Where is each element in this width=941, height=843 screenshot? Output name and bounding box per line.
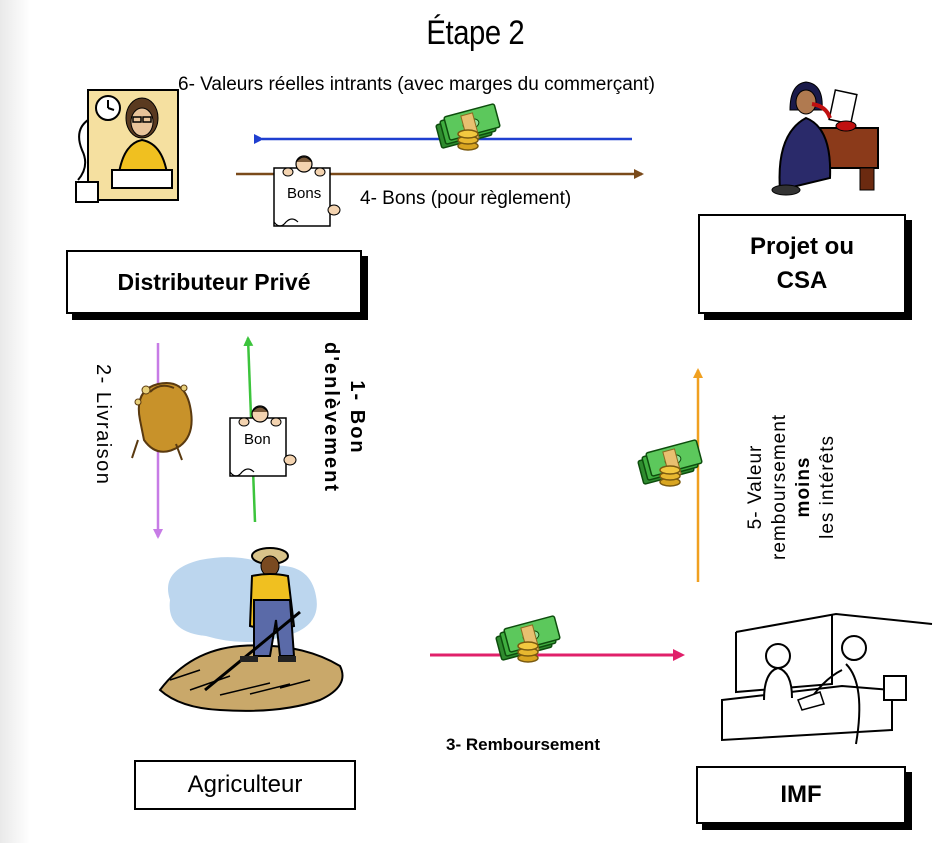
flow-5-label: 5- Valeur remboursement moins les intérê… bbox=[744, 414, 840, 560]
bank-counter-icon bbox=[721, 612, 933, 745]
flow-2-label: 2- Livraison bbox=[91, 364, 114, 485]
money-icon bbox=[637, 438, 703, 487]
node-projet-line2: CSA bbox=[776, 267, 828, 294]
money-icon bbox=[435, 102, 501, 151]
flow-5-line2: remboursement bbox=[769, 413, 790, 560]
document-label-bons: Bons bbox=[287, 185, 322, 202]
office-worker-icon bbox=[75, 89, 179, 203]
flow-1-line1: 1- Bon bbox=[346, 380, 368, 455]
flow-5-line1: 5- Valeur bbox=[745, 444, 766, 530]
flow-1-label: 1- Bon d'enlèvement bbox=[318, 342, 370, 493]
node-projet-line1: Projet ou bbox=[749, 233, 854, 260]
node-projet: Projet ou CSA bbox=[698, 214, 906, 314]
flow-3-label: 3- Remboursement bbox=[446, 735, 600, 754]
node-distributeur-label: Distributeur Privé bbox=[117, 268, 311, 295]
node-imf-label: IMF bbox=[780, 781, 822, 808]
slide-edge bbox=[0, 0, 30, 843]
grain-sack-icon bbox=[131, 382, 193, 461]
page-title: Étape 2 bbox=[426, 14, 525, 52]
farmer-icon bbox=[158, 547, 344, 712]
node-agriculteur-label: Agriculteur bbox=[187, 771, 303, 798]
node-imf: IMF bbox=[696, 766, 906, 824]
flow-6-label: 6- Valeurs réelles intrants (avec marges… bbox=[178, 74, 655, 95]
flow-5-line4: les intérêts bbox=[817, 435, 838, 539]
document-label-bon: Bon bbox=[244, 431, 271, 448]
flow-2-text: 2- Livraison bbox=[92, 364, 114, 486]
flow-1-line2: d'enlèvement bbox=[320, 342, 342, 494]
flow-4-label: 4- Bons (pour règlement) bbox=[360, 188, 572, 209]
node-distributeur: Distributeur Privé bbox=[66, 250, 362, 314]
node-agriculteur: Agriculteur bbox=[134, 760, 356, 810]
businessman-icon bbox=[771, 81, 879, 196]
flow-5-line3: moins bbox=[793, 456, 814, 518]
